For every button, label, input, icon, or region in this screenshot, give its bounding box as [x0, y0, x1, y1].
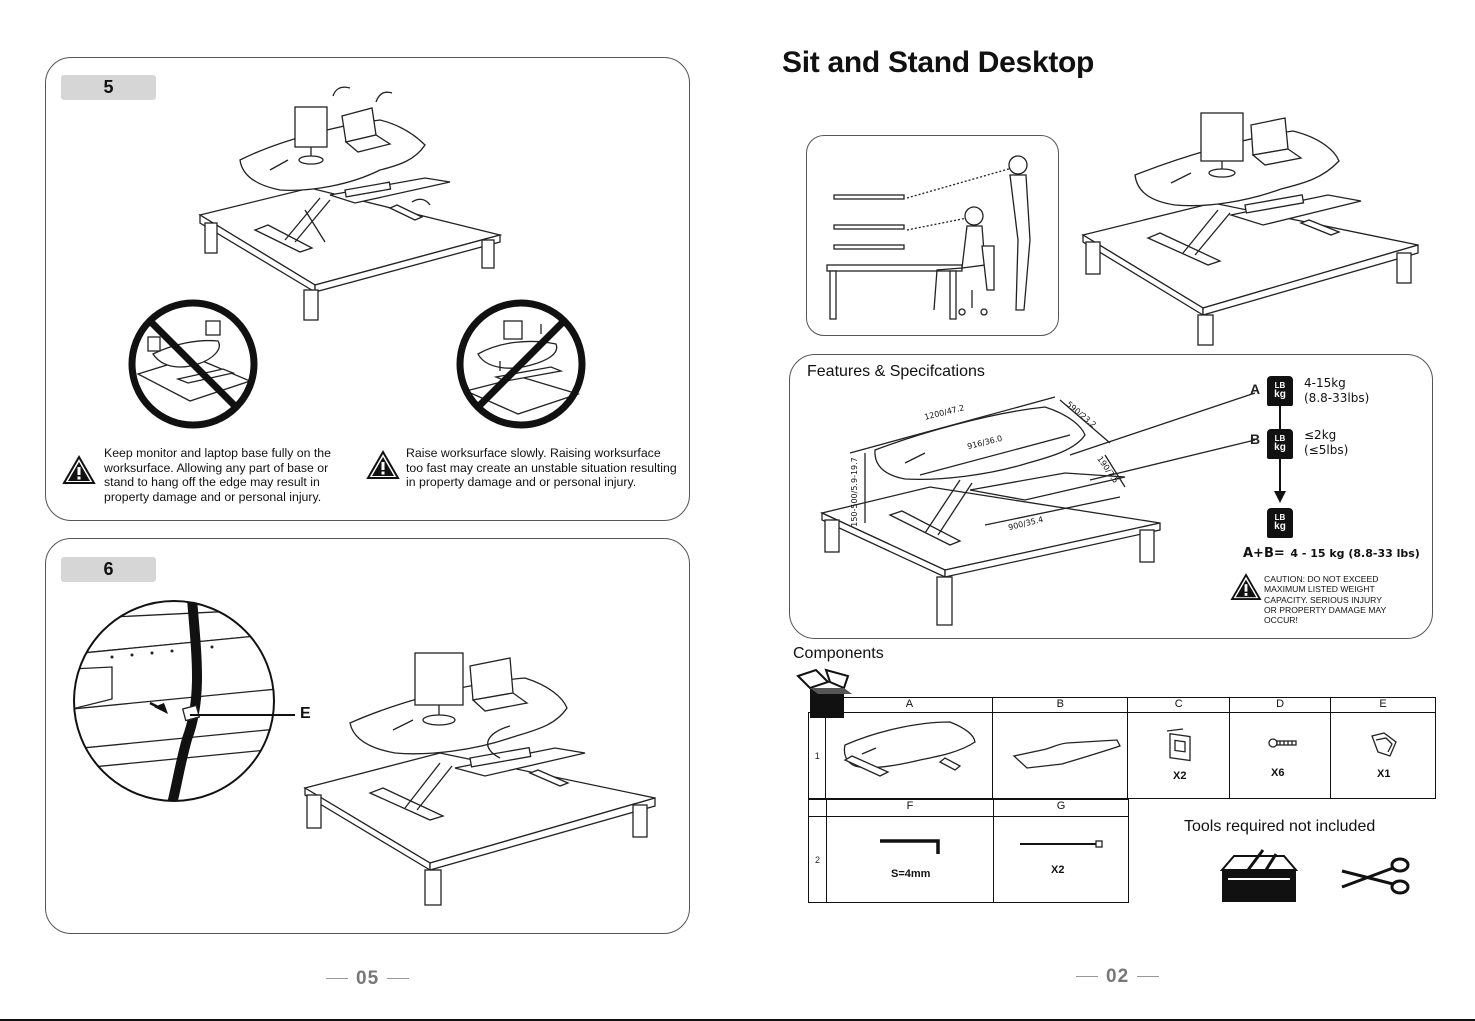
- caution-text: CAUTION: DO NOT EXCEED MAXIMUM LISTED WE…: [1264, 574, 1387, 626]
- weight-badge-a: LB kg: [1267, 376, 1293, 406]
- part-d-screw-icon: [1268, 738, 1297, 748]
- components-table-row2: F G 2: [808, 799, 1129, 903]
- load-total-value: 4 - 15 kg (8.8-33 lbs): [1290, 547, 1420, 560]
- cable-clip-detail-zoom: [73, 600, 275, 802]
- load-b-value-alt: (≤5lbs): [1304, 443, 1349, 457]
- weight-badge-b-top: LB: [1274, 434, 1286, 443]
- warning-icon: [62, 454, 96, 484]
- part-a-desktop-illustration: [843, 721, 976, 777]
- load-total-prefix: A+B=: [1243, 546, 1285, 561]
- ergonomics-illustration: [826, 155, 1031, 320]
- weight-badge-total-bottom: kg: [1274, 521, 1286, 532]
- weight-badge-a-top: LB: [1274, 381, 1286, 390]
- part-b-keyboard-tray-illustration: [1012, 739, 1121, 769]
- part-c-bracket-icon: [1166, 728, 1191, 762]
- load-b-value: ≤2kg: [1304, 428, 1337, 442]
- caution-icon: [1230, 573, 1262, 600]
- load-arrows: [1069, 392, 1286, 503]
- load-label-a: A: [1250, 381, 1261, 397]
- step-6-desk-illustration: [303, 652, 656, 906]
- page-number-text: 02: [1106, 966, 1130, 987]
- step-6-badge: 6: [61, 557, 156, 582]
- page-title: Sit and Stand Desktop: [782, 46, 1095, 79]
- components-title: Components: [793, 645, 884, 662]
- load-a-value-alt: (8.8-33lbs): [1304, 391, 1370, 405]
- step-5-desk-illustration: [198, 86, 503, 321]
- component-cell-g: [993, 816, 1129, 903]
- step-5-badge: 5: [61, 75, 156, 100]
- part-f-allen-key-icon: [880, 839, 940, 854]
- part-e-quantity: X1: [1377, 768, 1391, 780]
- part-c-quantity: X2: [1173, 770, 1187, 782]
- scissors-icon: [1341, 857, 1410, 895]
- component-cell-d: [1229, 712, 1332, 799]
- part-d-quantity: X6: [1271, 767, 1285, 779]
- component-row-index-2: 2: [808, 816, 827, 903]
- product-hero-illustration: [1081, 112, 1419, 346]
- component-header-f: F: [826, 799, 994, 817]
- page-number-text: 05: [356, 968, 380, 989]
- dimension-diagram: [820, 396, 1161, 626]
- page-number-right: 02: [1068, 966, 1167, 988]
- component-header-a: A: [825, 697, 994, 713]
- part-f-size: S=4mm: [891, 868, 931, 880]
- part-g-rod-icon: [1020, 840, 1103, 848]
- prohibited-fast-raise-icon: [456, 299, 586, 429]
- bottom-rule: [0, 1019, 1475, 1021]
- component-header-d: D: [1229, 697, 1332, 713]
- component-header-c: C: [1127, 697, 1231, 713]
- prohibited-overhang-icon: [128, 299, 258, 429]
- component-cell-f: [826, 816, 994, 903]
- component-header-e: E: [1330, 697, 1436, 713]
- weight-badge-b: LB kg: [1267, 429, 1293, 459]
- component-header-b: B: [992, 697, 1129, 713]
- callout-leader-line: [190, 714, 295, 716]
- weight-badge-total: LB kg: [1267, 508, 1293, 538]
- weight-badge-total-top: LB: [1274, 513, 1286, 522]
- page-number-left: 05: [318, 968, 417, 990]
- component-header-g: G: [993, 799, 1129, 817]
- warning-icon: [366, 449, 400, 479]
- component-cell-e: [1330, 712, 1436, 799]
- toolbox-icon: [1219, 849, 1299, 902]
- tools-note: Tools required not included: [1184, 818, 1376, 835]
- features-title: Features & Specifcations: [807, 363, 985, 380]
- weight-badge-b-bottom: kg: [1274, 442, 1286, 453]
- warning-text-base-overhang: Keep monitor and laptop base fully on th…: [104, 446, 331, 504]
- warning-text-raise-slowly: Raise worksurface slowly. Raising worksu…: [406, 446, 677, 490]
- part-g-quantity: X2: [1051, 864, 1065, 876]
- load-a-value: 4-15kg: [1304, 376, 1346, 390]
- load-label-b: B: [1250, 431, 1261, 447]
- callout-label-e: E: [300, 705, 311, 722]
- part-e-cable-clip-icon: [1371, 732, 1397, 757]
- weight-badge-a-bottom: kg: [1274, 389, 1286, 400]
- load-total: A+B= 4 - 15 kg (8.8-33 lbs): [1243, 542, 1420, 561]
- dim-height-range: 150-500/5.9-19.7: [849, 457, 859, 527]
- component-row-index-1: 1: [807, 712, 827, 799]
